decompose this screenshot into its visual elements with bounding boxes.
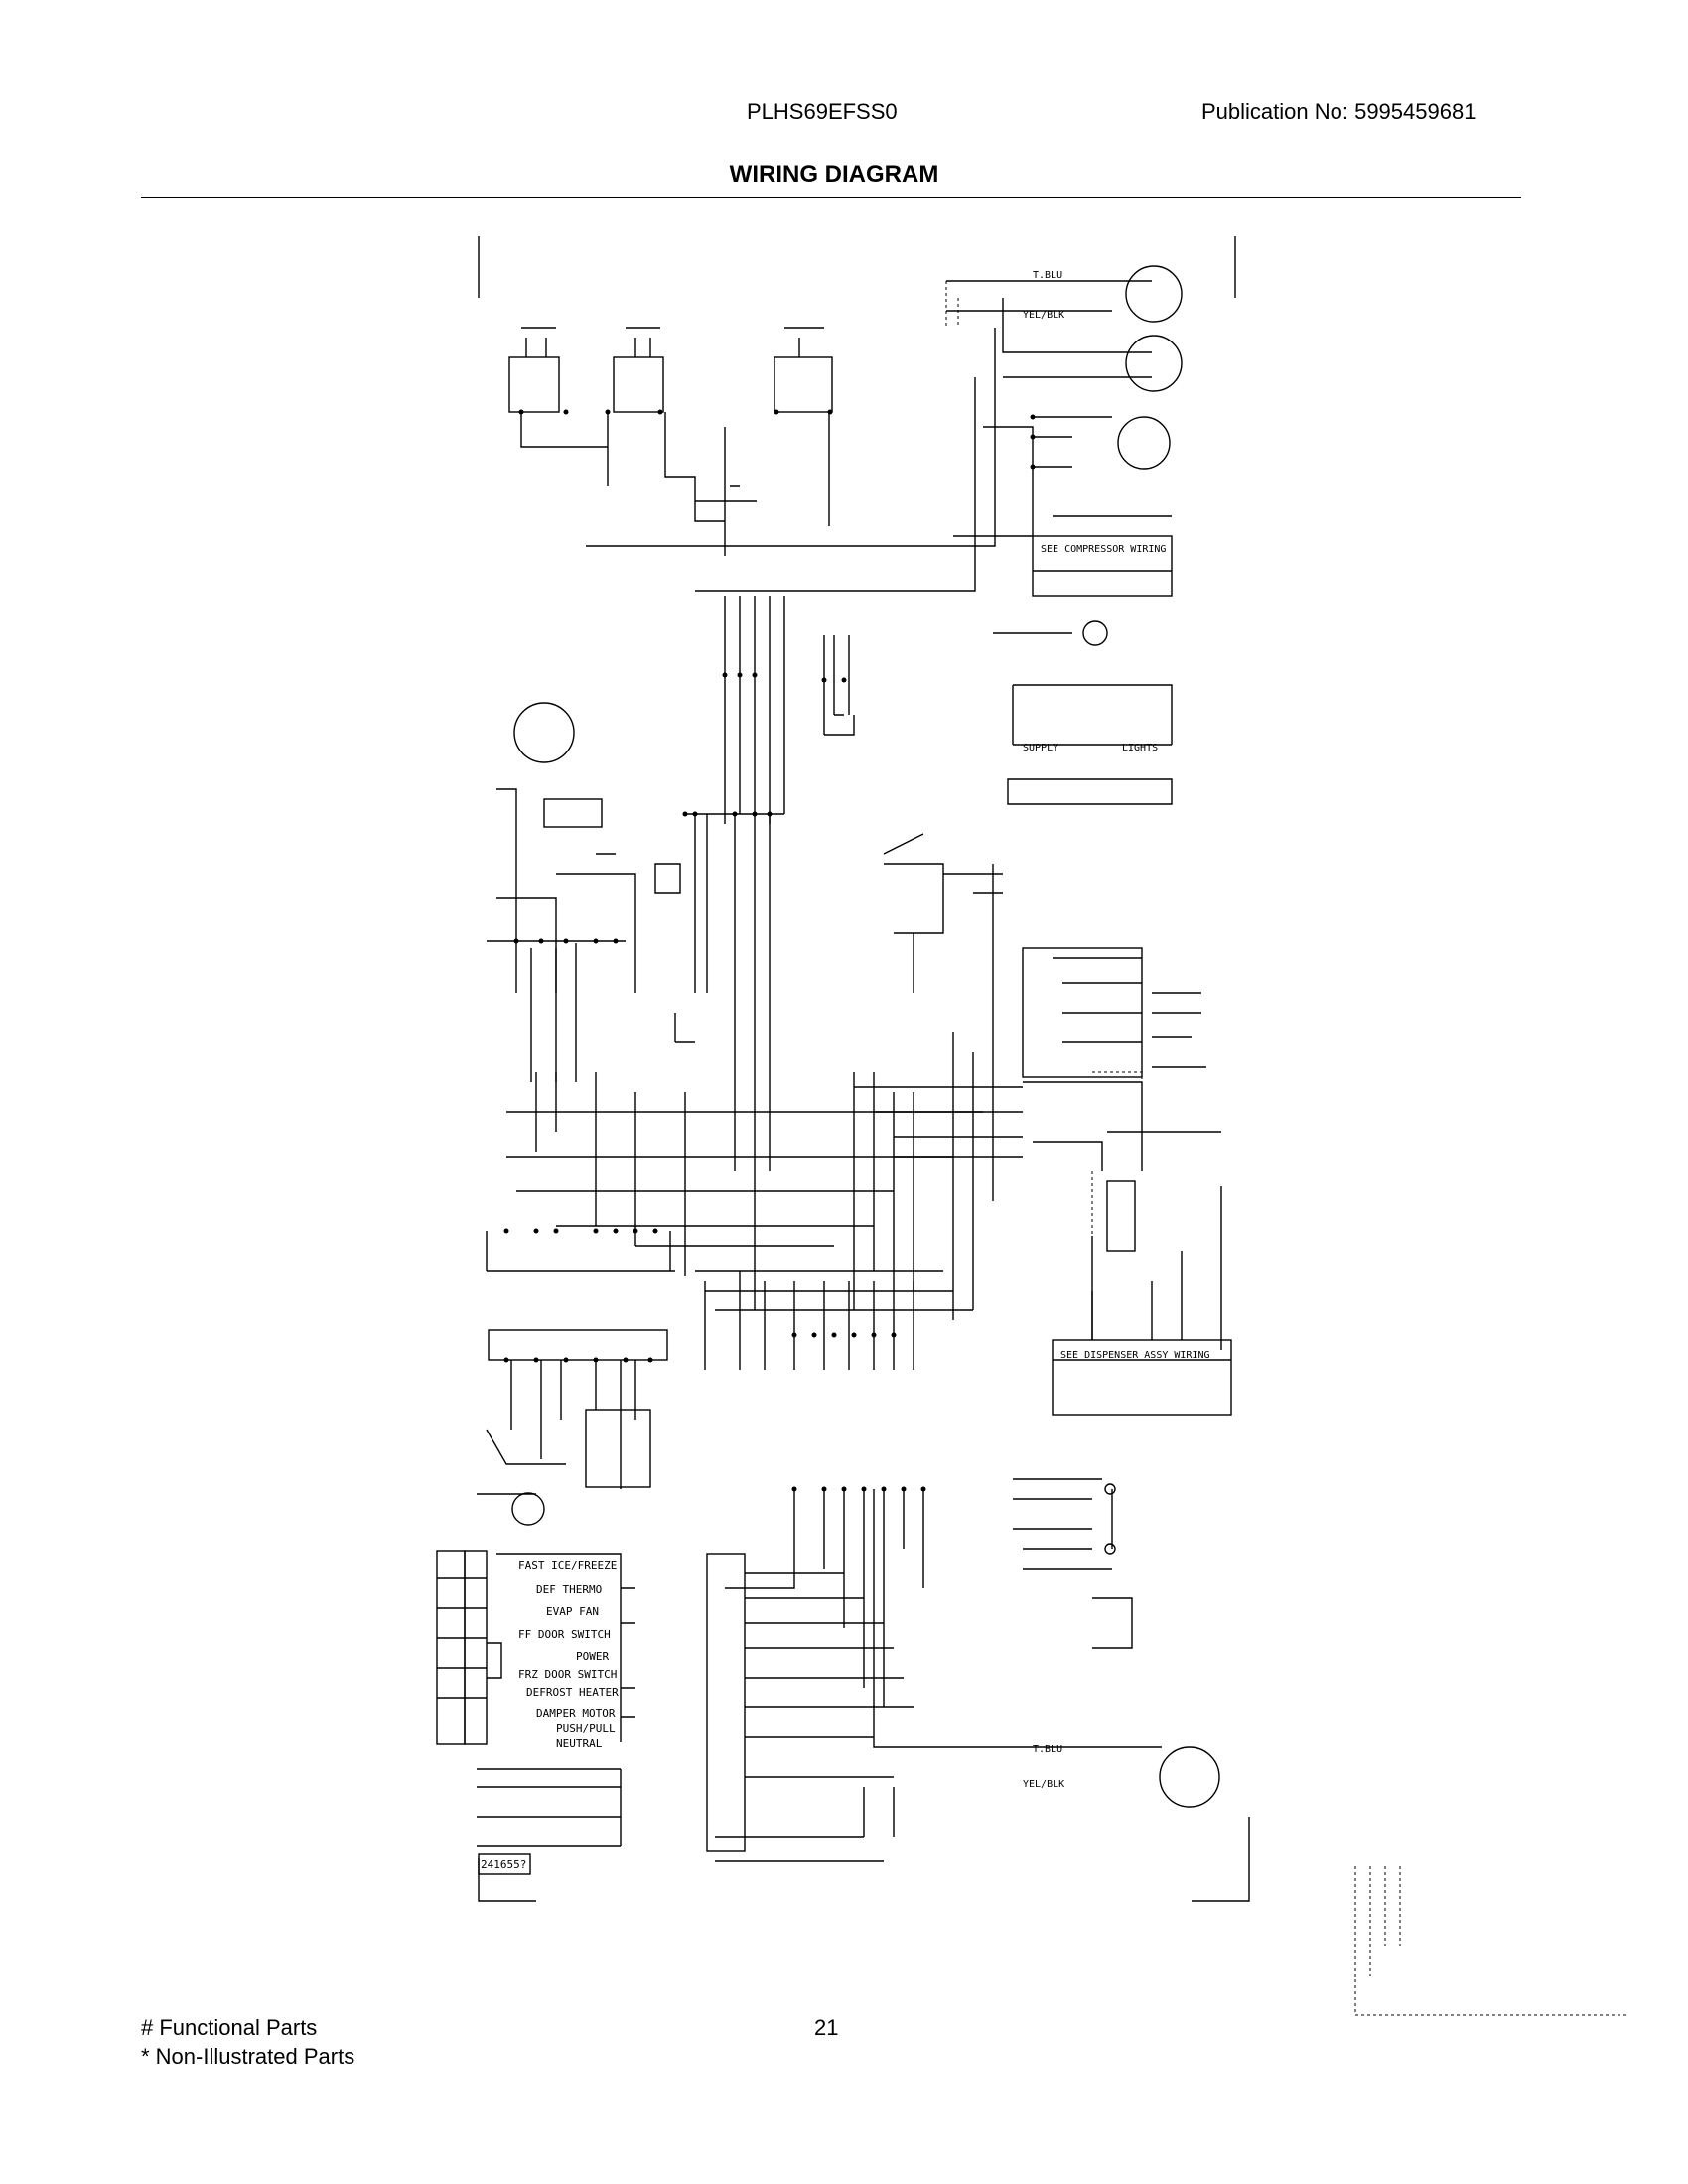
connector-label: SUPPLY [1023, 743, 1058, 753]
legend-label: DEFROST HEATER [526, 1686, 619, 1699]
connector-label: T.BLU [1033, 1744, 1062, 1755]
connector-label: YEL/BLK [1023, 1779, 1064, 1790]
legend-label: FRZ DOOR SWITCH [518, 1668, 617, 1681]
header-rule [141, 197, 1521, 198]
connector-label: T.BLU [1033, 270, 1062, 281]
connector-label: SEE DISPENSER ASSY WIRING [1060, 1350, 1210, 1361]
connector-label: LIGHTS [1122, 743, 1158, 753]
page-title: WIRING DIAGRAM [729, 161, 939, 188]
legend-label: DEF THERMO [536, 1583, 602, 1596]
drawing-number: 241655? [481, 1858, 526, 1871]
connector-label: YEL/BLK [1023, 310, 1064, 321]
legend-label: NEUTRAL [556, 1737, 603, 1750]
legend-label: POWER [576, 1650, 609, 1663]
functional-parts-note: # Functional Parts [141, 2015, 318, 2040]
legend-label: EVAP FAN [546, 1605, 599, 1618]
legend-label: FF DOOR SWITCH [518, 1628, 611, 1641]
legend-label: PUSH/PULL [556, 1722, 616, 1735]
legend-label: DAMPER MOTOR [536, 1707, 616, 1720]
non-illustrated-parts-note: * Non-Illustrated Parts [141, 2044, 355, 2069]
page-number: 21 [814, 2015, 839, 2040]
model-number: PLHS69EFSS0 [747, 99, 898, 124]
legend-label: FAST ICE/FREEZE [518, 1559, 617, 1571]
publication-number: Publication No: 5995459681 [1201, 99, 1477, 124]
connector-label: SEE COMPRESSOR WIRING [1041, 544, 1166, 555]
